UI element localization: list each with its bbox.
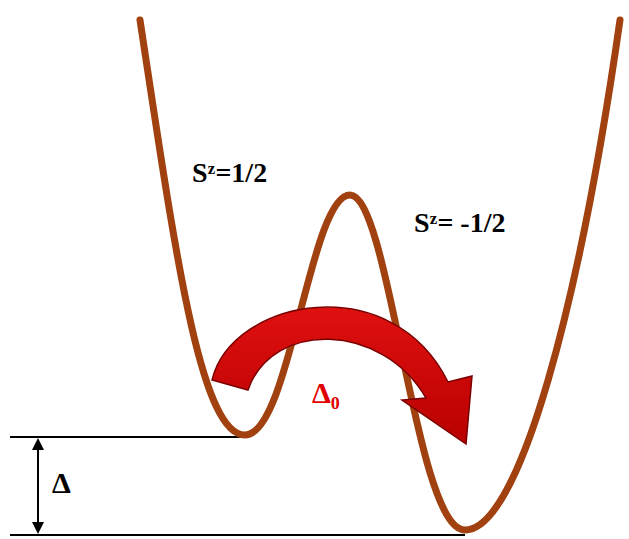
gap-arrow-head	[32, 522, 44, 534]
potential-curve	[140, 20, 620, 530]
upper-level-line	[10, 436, 245, 438]
gap-arrow-head	[32, 438, 44, 450]
lower-level-line	[10, 534, 465, 536]
tunneling-label: Δ₀	[312, 376, 340, 409]
spin-state-label: Sᶻ=1/2	[192, 158, 267, 189]
energy-gap-label: Δ	[52, 466, 71, 499]
spin-state-label: Sᶻ= -1/2	[414, 208, 505, 239]
gap-arrow-shaft	[37, 446, 39, 526]
tunneling-arrow	[212, 307, 472, 444]
